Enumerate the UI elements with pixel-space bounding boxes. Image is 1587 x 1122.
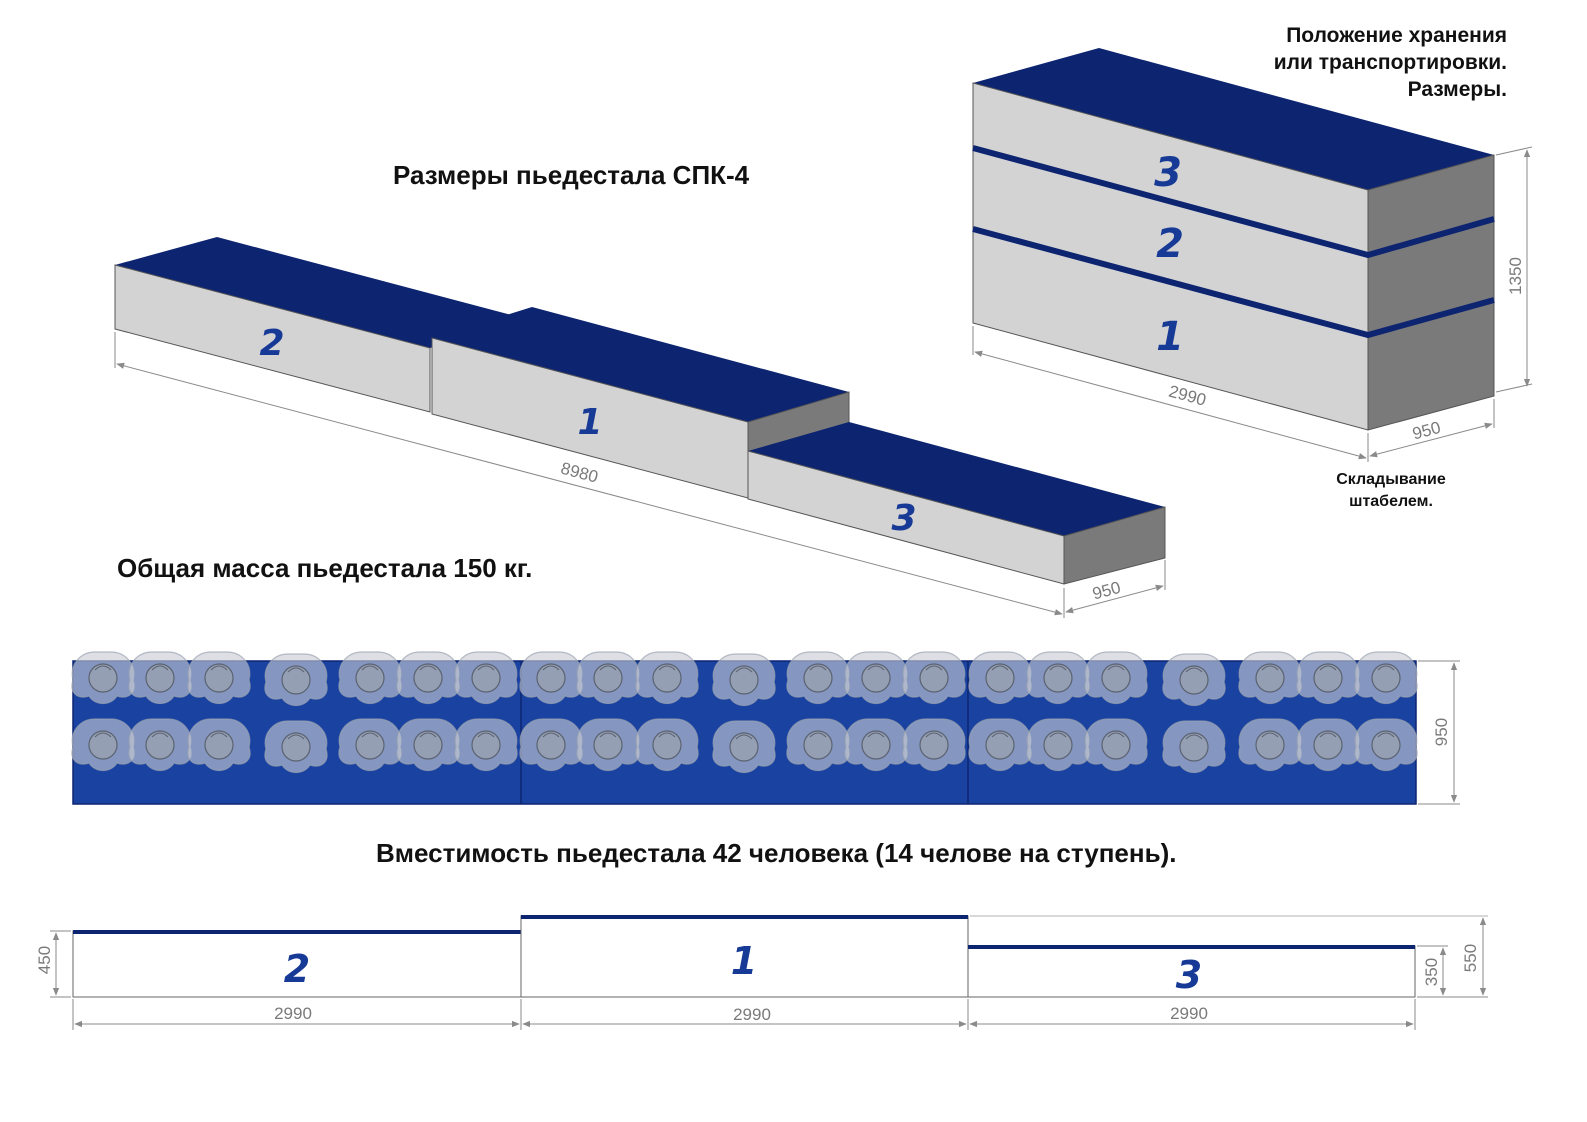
person-icon: [71, 718, 135, 772]
capacity-caption: Вместимость пьедестала 42 человека (14 ч…: [376, 838, 1177, 868]
stack-note-line: Складывание: [1336, 471, 1446, 488]
person-icon: [902, 718, 966, 772]
assembled-depth-dim: 950: [1090, 578, 1122, 604]
person-icon: [264, 653, 328, 707]
storage-caption-line: Размеры.: [1407, 78, 1507, 101]
person-icon: [338, 718, 402, 772]
person-icon: [576, 718, 640, 772]
storage-caption: Положение хранения или транспортировки. …: [1274, 22, 1507, 103]
front-height-dim-2: 450: [35, 946, 54, 974]
person-icon: [712, 720, 776, 774]
stack-note: Складывание штабелем.: [1296, 469, 1486, 513]
person-icon: [1238, 718, 1302, 772]
person-icon: [968, 651, 1032, 705]
person-icon: [187, 718, 251, 772]
storage-label-1: 1: [1156, 314, 1184, 360]
front-view: 2 1 3 2990 2990 2990 450 350 550: [35, 915, 1488, 1030]
assembled-label-2: 2: [259, 323, 284, 364]
person-icon: [576, 651, 640, 705]
assembled-label-3: 3: [891, 498, 916, 539]
front-width-dim-2: 2990: [274, 1004, 312, 1023]
assembled-pedestal: 2 1 3 8980 950: [114, 237, 1166, 618]
assembled-label-1: 1: [577, 402, 602, 443]
person-icon: [1026, 718, 1090, 772]
front-label-2: 2: [284, 947, 310, 991]
person-icon: [635, 718, 699, 772]
storage-label-3: 3: [1154, 150, 1182, 196]
person-icon: [187, 651, 251, 705]
diagram-title: Размеры пьедестала СПК-4: [393, 160, 750, 190]
person-icon: [1354, 651, 1418, 705]
person-icon: [844, 718, 908, 772]
front-width-dim-3: 2990: [1170, 1004, 1208, 1023]
storage-height-dim: 1350: [1506, 257, 1525, 295]
assembled-tier-3: [747, 422, 1166, 585]
person-icon: [635, 651, 699, 705]
person-icon: [712, 653, 776, 707]
person-icon: [902, 651, 966, 705]
person-icon: [264, 720, 328, 774]
person-icon: [519, 651, 583, 705]
top-view-depth-dim: 950: [1432, 718, 1451, 746]
person-icon: [454, 718, 518, 772]
front-width-dim-1: 2990: [733, 1005, 771, 1024]
top-view-dimension: 950: [1418, 660, 1460, 805]
person-icon: [1162, 720, 1226, 774]
storage-label-2: 2: [1156, 221, 1184, 267]
front-label-3: 3: [1176, 953, 1202, 997]
person-icon: [128, 651, 192, 705]
front-label-1: 1: [731, 939, 757, 983]
top-view: 950: [71, 651, 1460, 805]
person-icon: [786, 651, 850, 705]
person-icon: [454, 651, 518, 705]
front-dimensions: 2990 2990 2990 450 350 550: [35, 915, 1488, 1030]
person-icon: [1084, 651, 1148, 705]
storage-depth-dim: 950: [1410, 418, 1442, 444]
person-icon: [1162, 653, 1226, 707]
person-icon: [396, 718, 460, 772]
stack-note-line: штабелем.: [1349, 493, 1433, 510]
storage-caption-line: Положение хранения: [1286, 24, 1507, 47]
person-icon: [844, 651, 908, 705]
person-icon: [1354, 718, 1418, 772]
person-icon: [786, 718, 850, 772]
person-icon: [1026, 651, 1090, 705]
person-icon: [1296, 651, 1360, 705]
front-height-dim-1: 550: [1461, 944, 1480, 972]
storage-caption-line: или транспортировки.: [1273, 51, 1507, 74]
person-icon: [71, 651, 135, 705]
person-icon: [396, 651, 460, 705]
person-icon: [1296, 718, 1360, 772]
person-icon: [1084, 718, 1148, 772]
storage-stack: 3 2 1 2990 950 1350: [972, 48, 1533, 462]
person-icon: [1238, 651, 1302, 705]
person-icon: [338, 651, 402, 705]
person-icon: [968, 718, 1032, 772]
person-icon: [519, 718, 583, 772]
front-height-dim-3: 350: [1422, 958, 1441, 986]
person-icon: [128, 718, 192, 772]
